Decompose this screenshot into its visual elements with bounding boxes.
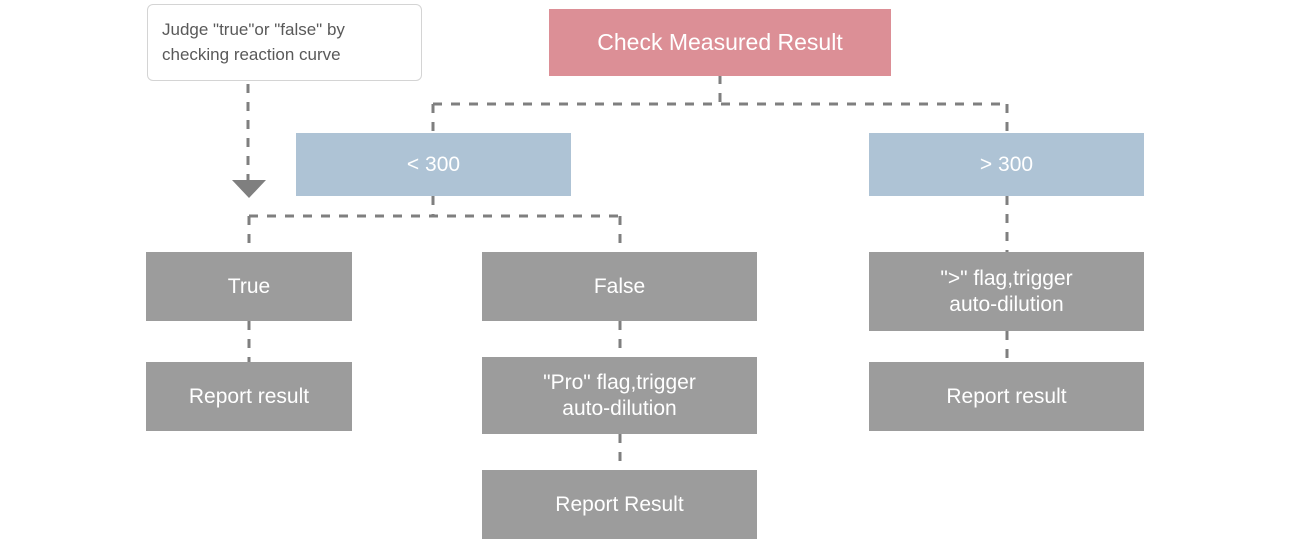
note-line-1: Judge "true"or "false" by (162, 19, 345, 39)
node-false[interactable]: False (482, 252, 757, 321)
node-label: Report Result (555, 492, 684, 516)
node-label-line-2: auto-dilution (562, 396, 677, 420)
node-check-measured-result[interactable]: Check Measured Result (549, 9, 891, 76)
node-pro-flag-auto-dilution[interactable]: "Pro" flag,trigger auto-dilution (482, 357, 757, 434)
node-high-report-result[interactable]: Report result (869, 362, 1144, 431)
node-label: Report result (188, 384, 310, 408)
arrowhead-icon (232, 180, 266, 198)
node-label: Report result (946, 384, 1067, 408)
note-text: Judge "true"or "false" by checking react… (162, 18, 345, 67)
node-label: < 300 (406, 152, 461, 176)
node-label: > 300 (979, 152, 1034, 176)
node-label: Check Measured Result (597, 29, 843, 56)
node-greater-flag-auto-dilution[interactable]: ">" flag,trigger auto-dilution (869, 252, 1144, 331)
node-branch-greater-than-300[interactable]: > 300 (869, 133, 1144, 196)
note-line-2: checking reaction curve (162, 44, 341, 64)
node-label: True (227, 274, 271, 298)
node-label: "Pro" flag,trigger auto-dilution (543, 370, 696, 421)
node-label-line-2: auto-dilution (949, 292, 1064, 316)
node-label: ">" flag,trigger auto-dilution (940, 266, 1072, 317)
node-false-report-result[interactable]: Report Result (482, 470, 757, 539)
node-label: False (593, 274, 646, 298)
node-true[interactable]: True (146, 252, 352, 321)
node-label-line-1: ">" flag,trigger (940, 266, 1073, 290)
node-true-report-result[interactable]: Report result (146, 362, 352, 431)
node-branch-less-than-300[interactable]: < 300 (296, 133, 571, 196)
note-judge-true-false: Judge "true"or "false" by checking react… (147, 4, 422, 81)
node-label-line-1: "Pro" flag,trigger (543, 370, 696, 394)
